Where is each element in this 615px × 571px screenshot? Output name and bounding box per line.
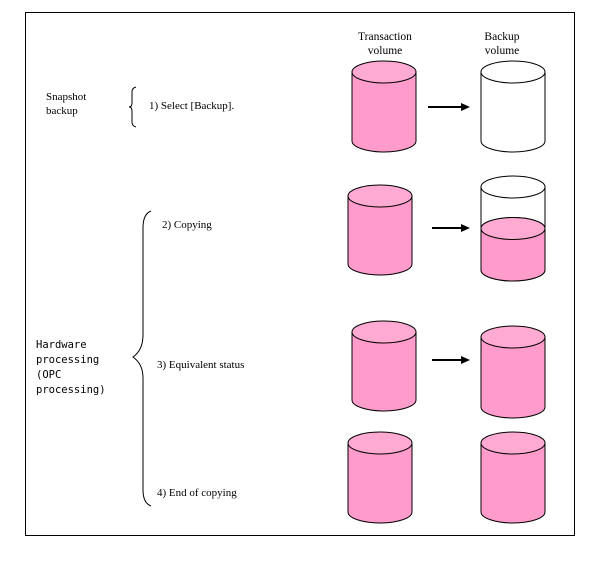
transaction-volume-2	[347, 184, 413, 276]
backup-volume-4	[480, 431, 546, 524]
arrow-3-head	[461, 356, 470, 364]
hardware-brace	[132, 210, 152, 507]
backup-volume-4-body	[480, 443, 546, 524]
diagram-frame	[25, 12, 575, 536]
transaction-volume-3	[351, 320, 417, 412]
backup-volume-3	[480, 325, 546, 419]
transaction-volume-2-body	[347, 196, 413, 276]
hardware-line2: processing	[36, 354, 100, 366]
backup-volume-3-top	[480, 325, 546, 349]
backup-volume-1	[480, 60, 546, 153]
transaction-volume-4-body	[347, 443, 413, 524]
backup-volume-1-body	[480, 72, 546, 153]
step-3-label: 3) Equivalent status	[157, 359, 245, 371]
backup-volume-2-content-surface	[480, 217, 546, 240]
backup-volume-4-top	[480, 431, 546, 455]
snapshot-backup-label: Snapshot backup	[46, 90, 86, 118]
arrow-1-head	[461, 103, 470, 111]
transaction-volume-2-top	[347, 184, 413, 208]
snapshot-line1: Snapshot	[46, 91, 87, 103]
transaction-volume-3-top	[351, 320, 417, 344]
backup-volume-2-top	[480, 175, 546, 199]
backup-header-line1: Backup	[484, 31, 520, 43]
transaction-header-line1: Transaction	[358, 31, 412, 43]
step-4-label: 4) End of copying	[157, 487, 237, 499]
snapshot-line2: backup	[46, 105, 78, 117]
transaction-volume-header: Transaction volume	[350, 30, 420, 58]
snapshot-brace	[128, 86, 137, 128]
backup-volume-3-body	[480, 337, 546, 419]
transaction-volume-4-top	[347, 431, 413, 455]
arrow-2-head	[461, 224, 470, 232]
step-2-label: 2) Copying	[162, 219, 212, 231]
hardware-line1: Hardware	[36, 339, 87, 351]
step-1-label: 1) Select [Backup].	[149, 100, 235, 112]
transaction-volume-1-top	[351, 60, 417, 84]
transaction-header-line2: volume	[367, 45, 403, 57]
backup-header-line2: volume	[484, 45, 520, 57]
backup-volume-2	[480, 175, 546, 282]
hardware-line4: processing)	[36, 384, 106, 396]
hardware-line3: (OPC	[36, 369, 62, 381]
transaction-volume-4	[347, 431, 413, 524]
transaction-volume-1	[351, 60, 417, 153]
transaction-volume-3-body	[351, 332, 417, 412]
transaction-volume-1-body	[351, 72, 417, 153]
hardware-processing-label: Hardware processing (OPC processing)	[36, 338, 106, 398]
backup-volume-header: Backup volume	[472, 30, 532, 58]
backup-volume-1-top	[480, 60, 546, 84]
